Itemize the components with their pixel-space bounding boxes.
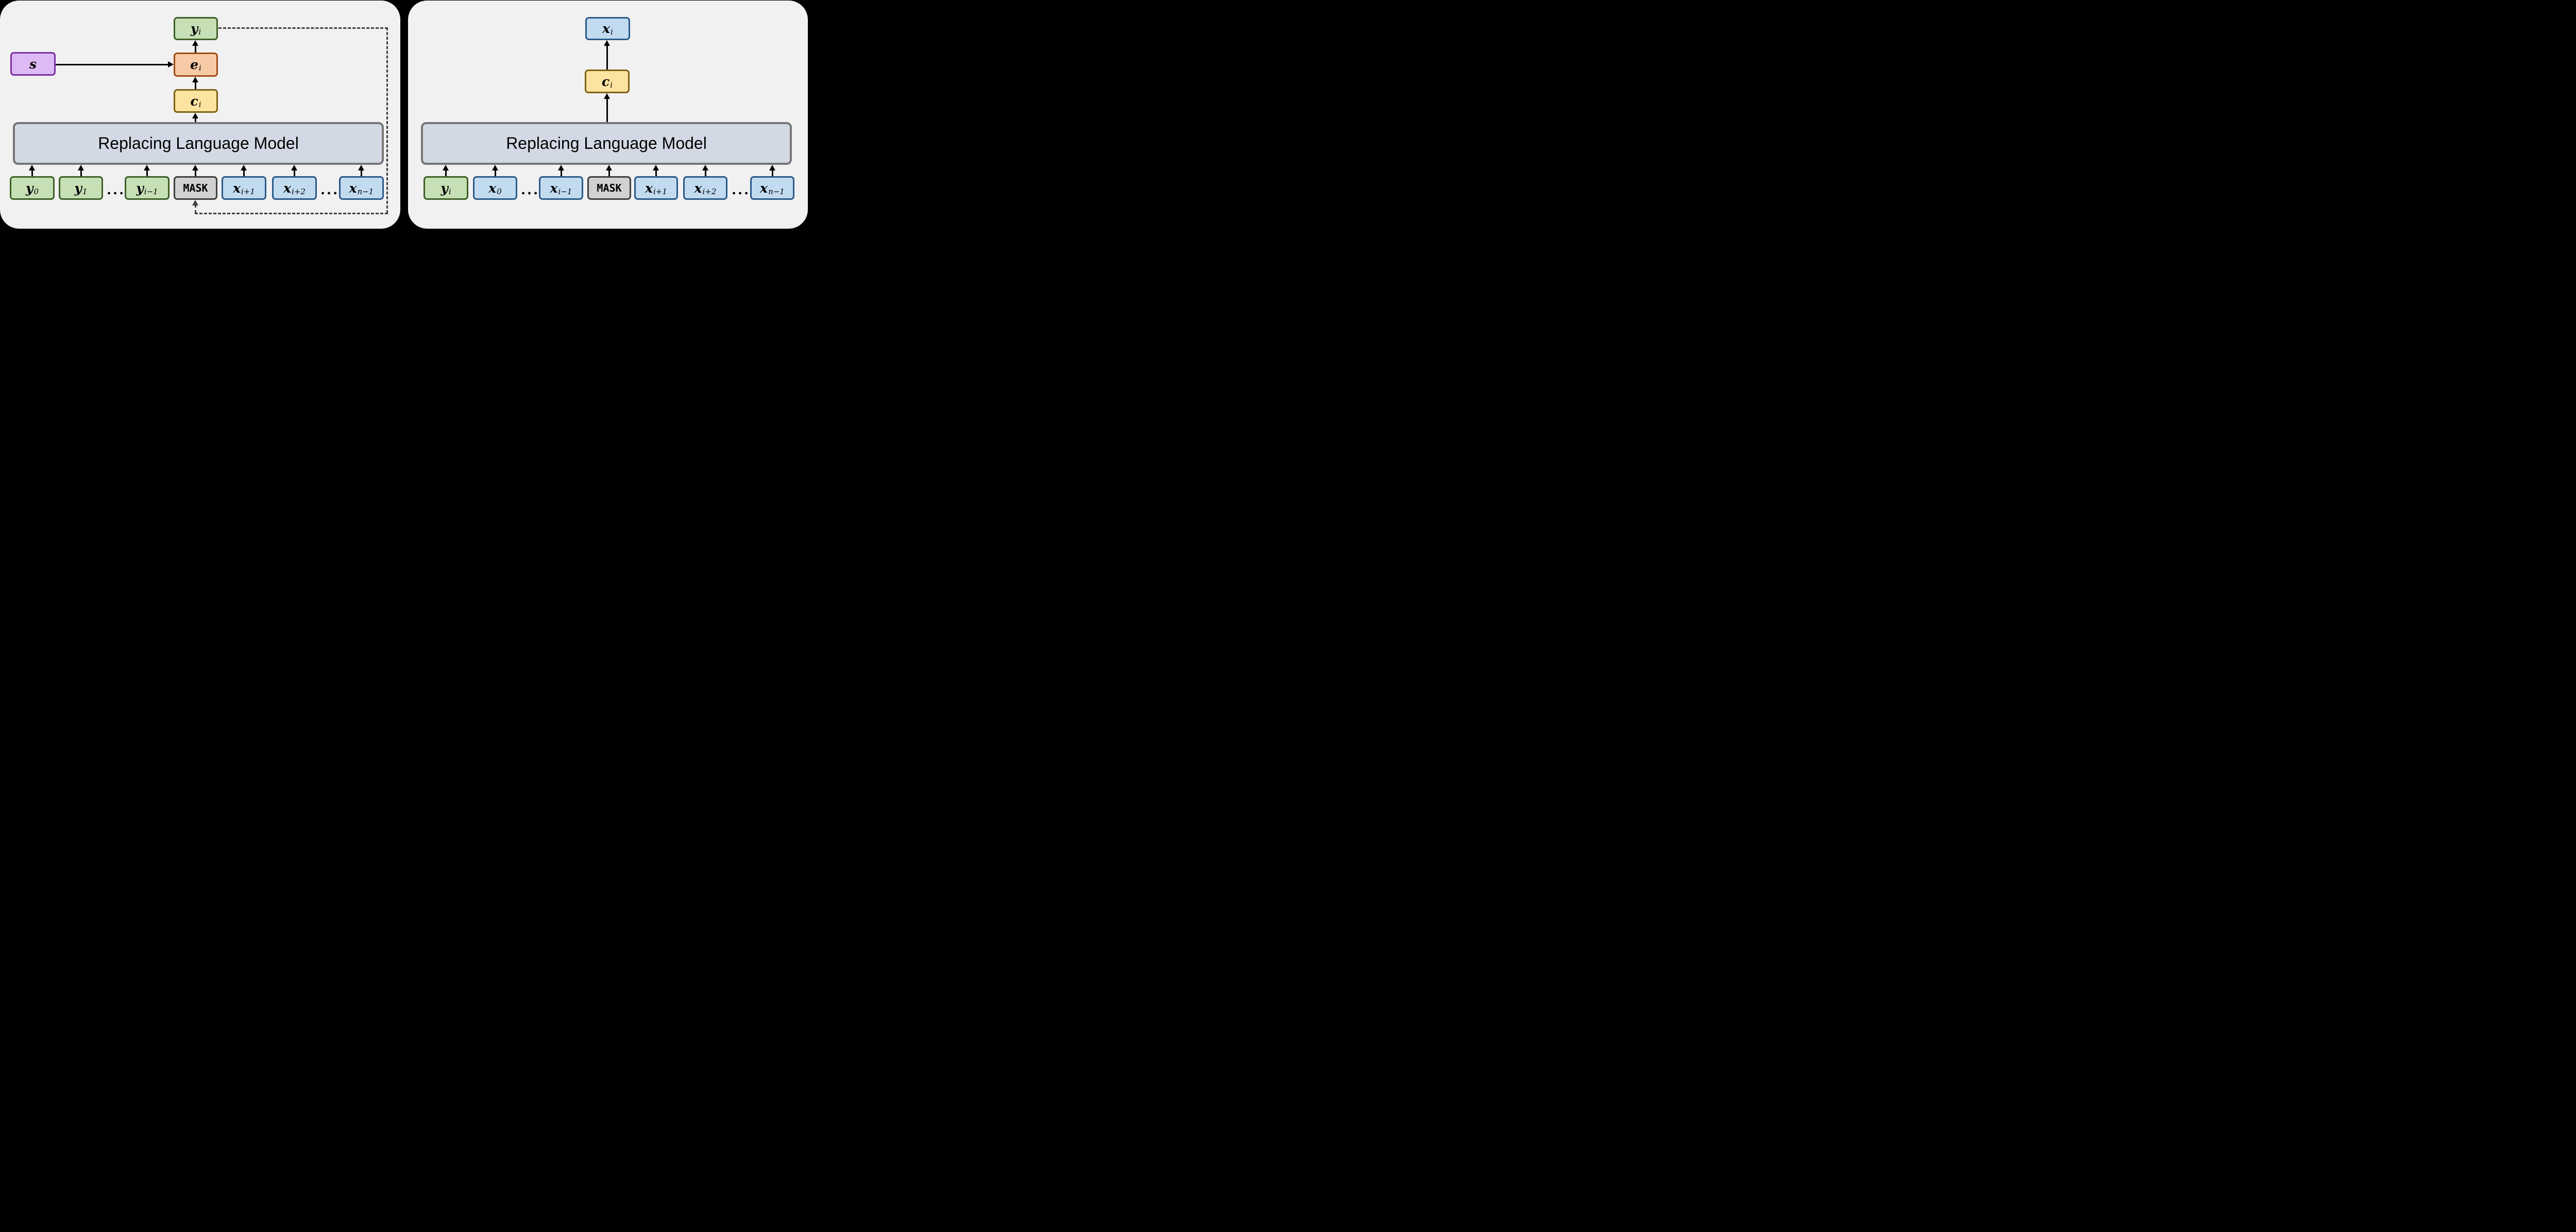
math-subscript: i−1 (144, 186, 158, 196)
arrow-token-to-model (443, 165, 449, 176)
arrow-model-to-ci (192, 113, 198, 122)
math-label: y (440, 180, 448, 196)
arrow-token-to-model (78, 165, 84, 176)
arrow-token-to-model (492, 165, 498, 176)
arrow-token-to-model (558, 165, 564, 176)
math-label: x (645, 180, 653, 196)
arrow-token-to-model (144, 165, 150, 176)
arrow-ei-to-yi (192, 40, 198, 53)
math-label: y (136, 180, 144, 196)
arrow-ci-to-ei (192, 77, 198, 89)
model-label: Replacing Language Model (98, 134, 299, 152)
math-subscript: 0 (497, 186, 502, 196)
arrow-ci-to-xi (604, 40, 610, 70)
ellipsis: ... (732, 182, 751, 198)
mask-label: MASK (183, 182, 208, 194)
replacing-language-model-box: Replacing Language Model (13, 122, 384, 165)
feedback-loop-top-segment (218, 27, 388, 29)
feedback-loop-right-segment (386, 27, 388, 213)
math-label: x (694, 180, 702, 196)
math-label: y (74, 180, 82, 196)
ellipsis: ... (107, 182, 126, 198)
arrow-token-to-model (653, 165, 659, 176)
arrow-token-to-model (358, 165, 364, 176)
math-subscript: i (610, 80, 613, 90)
math-label: x (550, 180, 558, 196)
model-label: Replacing Language Model (506, 134, 707, 152)
math-subscript: i+1 (653, 186, 667, 196)
math-label: x (349, 180, 357, 196)
math-label: e (190, 57, 199, 72)
math-subscript: i−1 (558, 186, 572, 196)
ellipsis: ... (521, 182, 540, 198)
math-label: c (601, 74, 610, 89)
math-label: c (190, 93, 198, 109)
arrow-s-to-ei (56, 61, 174, 67)
math-subscript: i (198, 99, 201, 109)
math-label: x (488, 180, 497, 196)
feedback-loop-bottom-segment (195, 213, 388, 214)
math-subscript: i (199, 63, 201, 73)
arrow-token-to-model (241, 165, 247, 176)
math-label: x (233, 180, 241, 196)
math-subscript: i (611, 27, 613, 37)
math-subscript: i (198, 27, 201, 37)
math-label: x (283, 180, 291, 196)
arrow-token-to-model (606, 165, 612, 176)
math-label: x (760, 180, 768, 196)
arrow-token-to-model (192, 165, 198, 176)
arrow-token-to-model (702, 165, 708, 176)
replacing-language-model-box: Replacing Language Model (421, 122, 792, 165)
math-subscript: i+2 (702, 186, 717, 196)
math-subscript: 0 (33, 186, 39, 196)
math-label: x (602, 21, 611, 36)
math-subscript: i+1 (241, 186, 255, 196)
math-label: y (25, 180, 33, 196)
math-subscript: i+2 (291, 186, 306, 196)
math-subscript: i (448, 186, 451, 196)
arrow-token-to-model (769, 165, 775, 176)
math-subscript: 1 (82, 186, 88, 196)
style-vector-s-box: s (10, 52, 56, 76)
arrow-token-to-model (291, 165, 297, 176)
math-subscript: n−1 (357, 186, 374, 196)
token-mask-box: MASK (587, 176, 631, 200)
math-label: s (29, 56, 37, 72)
math-subscript: n−1 (768, 186, 785, 196)
arrow-model-to-ci (604, 93, 610, 122)
mask-label: MASK (597, 182, 622, 194)
math-label: y (190, 21, 198, 36)
arrow-token-to-model (29, 165, 35, 176)
token-mask-box: MASK (174, 176, 217, 200)
feedback-loop-arrow-into-mask (192, 200, 198, 213)
ellipsis: ... (320, 182, 340, 198)
